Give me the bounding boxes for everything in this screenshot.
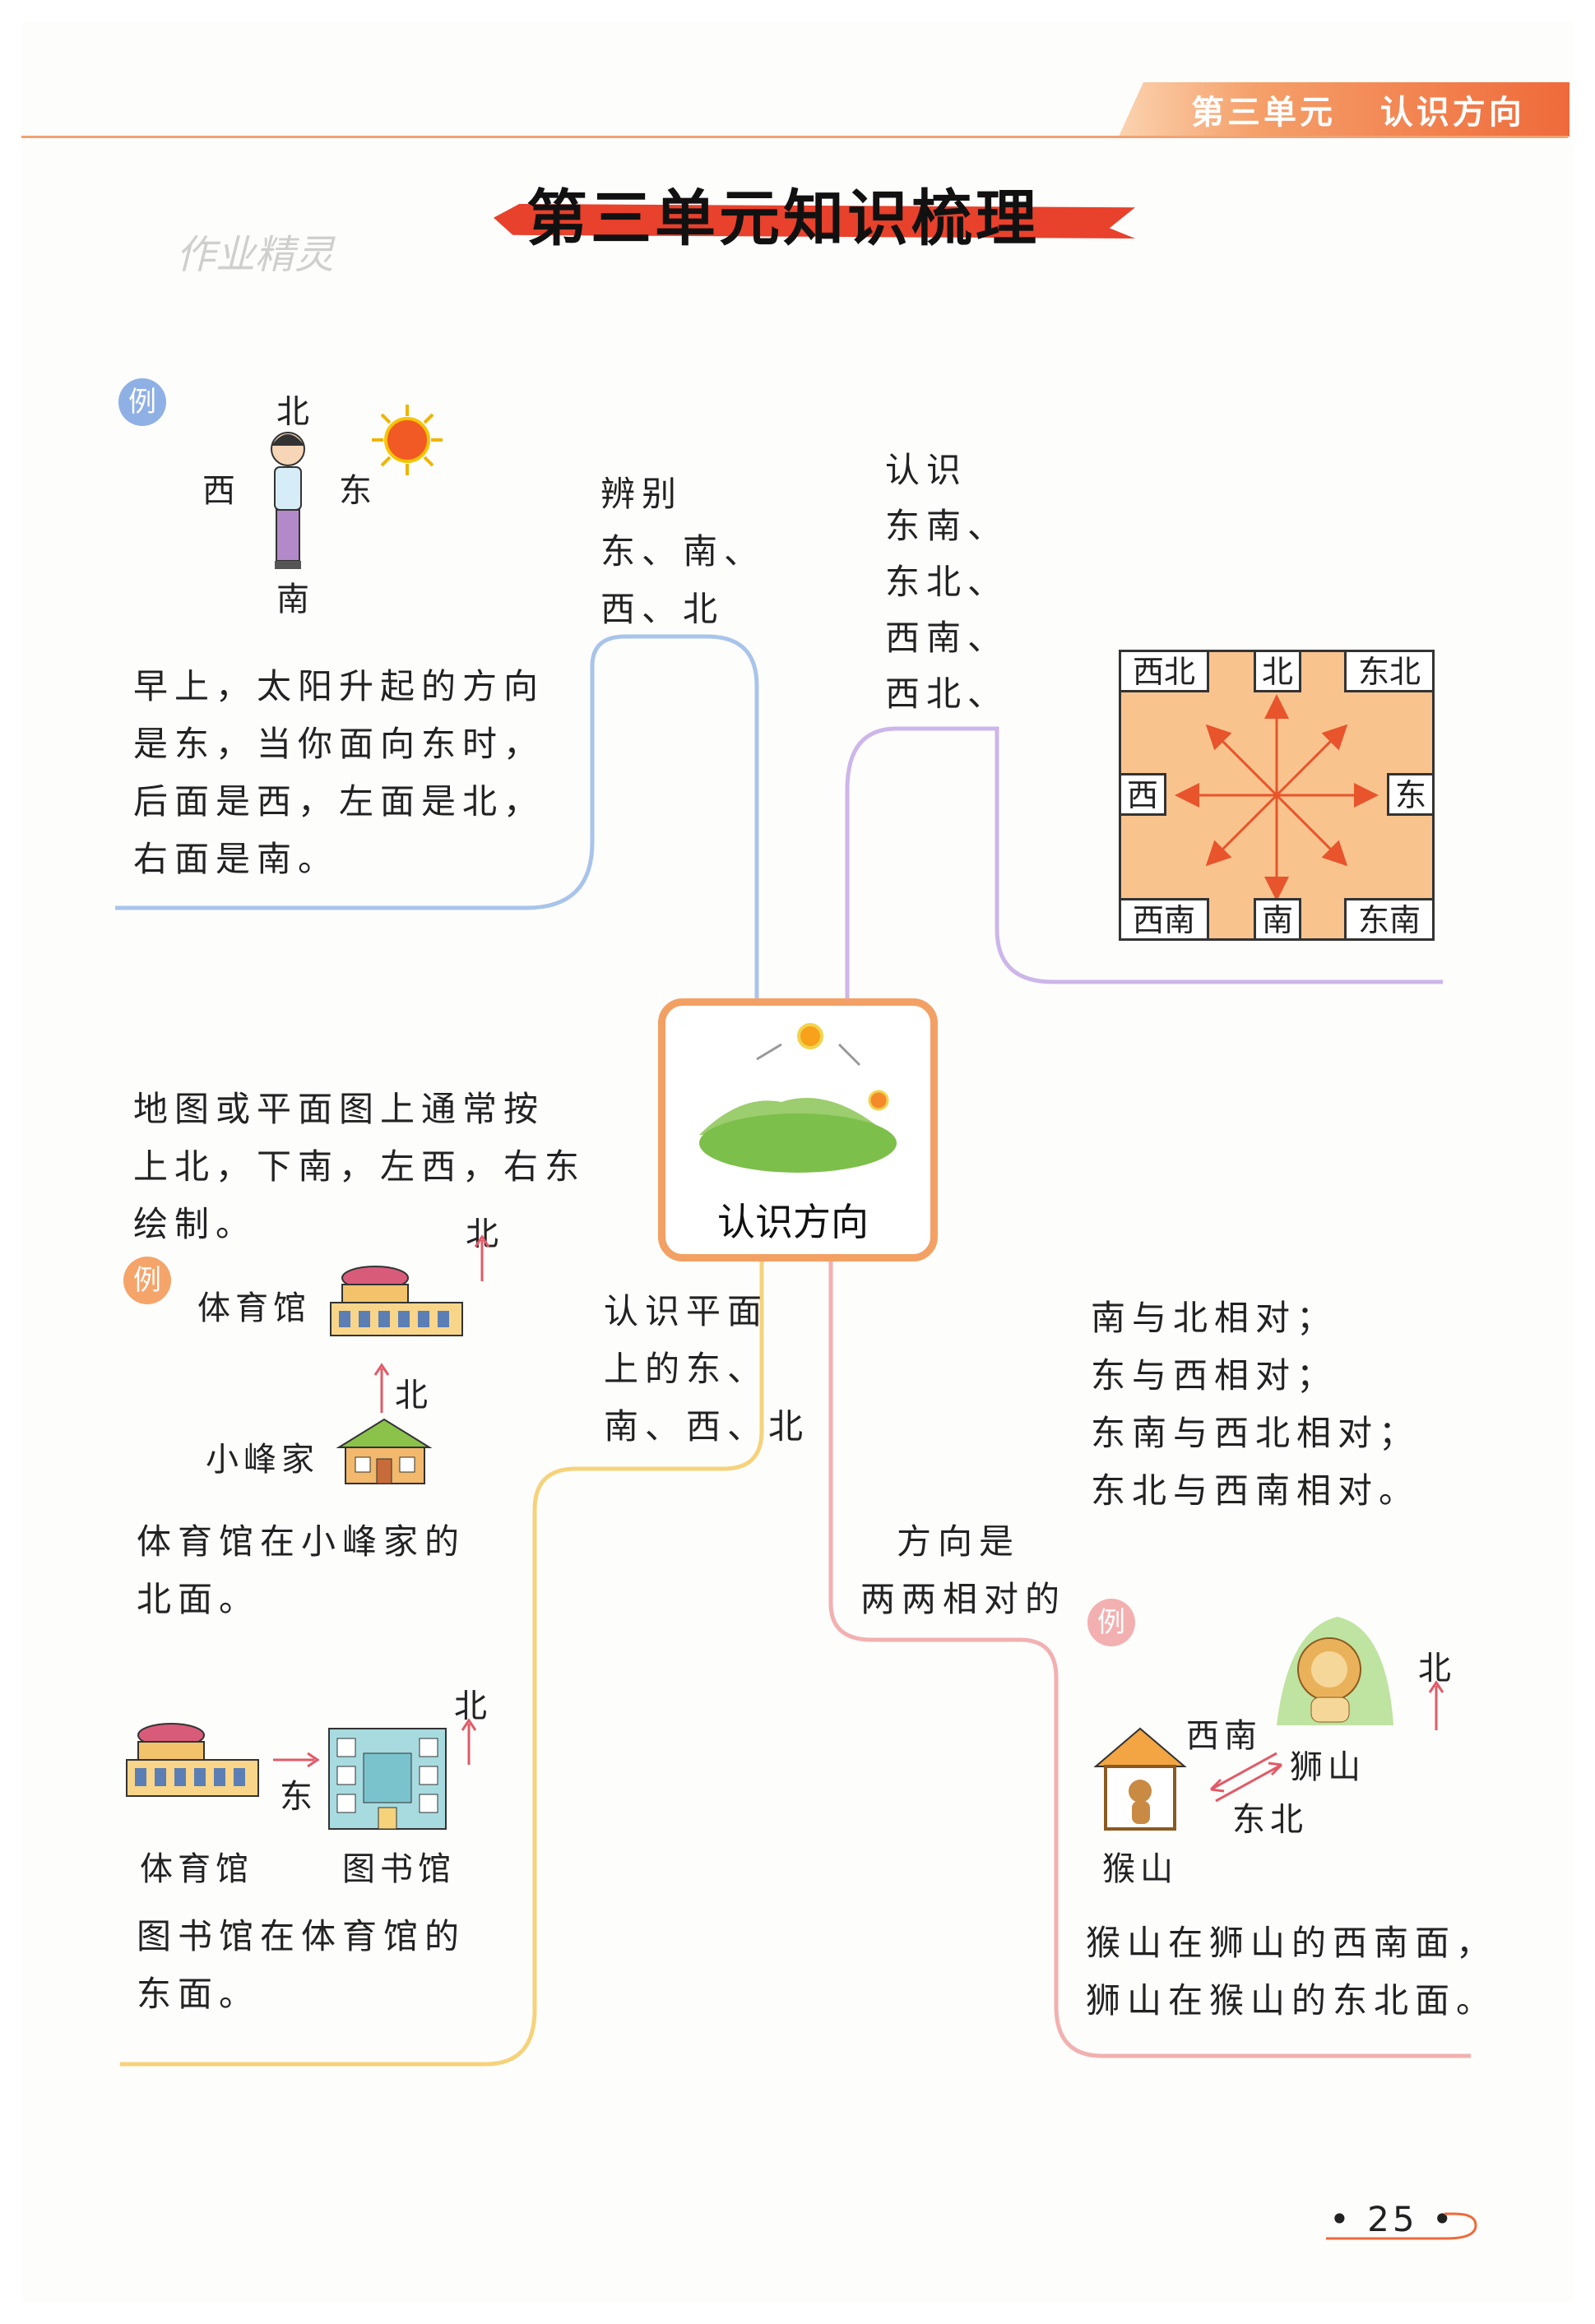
- library-label: 图书馆: [342, 1850, 456, 1888]
- unit-tab-label: 第三单元 认识方向: [1191, 94, 1525, 132]
- page-number-underline: [1326, 2212, 1477, 2240]
- branch4-text: 猴山在狮山的西南面，狮山在猴山的东北面。: [1086, 1923, 1498, 2021]
- unit-tab: [1119, 82, 1569, 137]
- boy-illustration: [271, 432, 305, 569]
- arrow-up-icon: [474, 1234, 490, 1281]
- gym-illustration: [126, 1723, 259, 1797]
- sun-icon: [372, 405, 443, 475]
- sunrise-illustration: [699, 1023, 897, 1173]
- watermark: 作业精灵: [176, 232, 335, 278]
- example-badge: 例: [1087, 1599, 1135, 1646]
- arrow-right-icon: [273, 1752, 320, 1768]
- north-label: 北: [454, 1687, 487, 1725]
- arrow-up-icon: [461, 1718, 477, 1765]
- arrow-up-icon: [1428, 1680, 1444, 1730]
- monkey-label: 猴山: [1102, 1850, 1178, 1888]
- east-label: 东: [339, 472, 372, 510]
- branch2-label: 认识东南、东北、西南、西北、: [885, 450, 1009, 714]
- west-label: 西: [202, 472, 235, 510]
- branch1-text: 早上，太阳升起的方向是东，当你面向东时，后面是西，左面是北，右面是南。: [133, 666, 545, 879]
- home-label: 小峰家: [206, 1441, 319, 1479]
- monkey-house-illustration: [1093, 1727, 1187, 1831]
- branch3-text1: 体育馆在小峰家的北面。: [137, 1521, 466, 1619]
- compass-northeast: 东北: [1344, 650, 1435, 692]
- branch1-line: [115, 634, 759, 998]
- north-label: 北: [276, 393, 309, 431]
- house-illustration: [336, 1418, 433, 1484]
- arrow-up-icon: [373, 1363, 390, 1413]
- north-label: 北: [395, 1377, 428, 1414]
- example-badge: 例: [118, 378, 166, 426]
- page-number: • 25 •: [1329, 2199, 1456, 2239]
- branch4-label: 方向是两两相对的: [860, 1521, 1067, 1619]
- branch3-line: [120, 1262, 764, 2067]
- southwest-label: 西南: [1186, 1717, 1262, 1755]
- northeast-label: 东北: [1232, 1801, 1308, 1839]
- north-label: 北: [1418, 1650, 1451, 1687]
- title-brush-stroke: [494, 204, 1135, 238]
- compass-northwest: 西北: [1119, 650, 1209, 692]
- branch3-label: 认识平面上的东、南、西、北: [604, 1291, 810, 1447]
- compass-southwest: 西南: [1119, 898, 1209, 941]
- gym2-label: 体育馆: [140, 1850, 253, 1888]
- compass-east: 东: [1387, 773, 1435, 816]
- example-badge: 例: [123, 1257, 171, 1304]
- branch2-line: [845, 726, 1443, 998]
- branch1-label: 辨别东、南、西、北: [600, 474, 766, 629]
- branch4-line: [828, 1262, 1471, 2058]
- compass-north: 北: [1254, 650, 1301, 692]
- branch4-pairs: 南与北相对；东与西相对；东南与西北相对；东北与西南相对。: [1091, 1298, 1421, 1511]
- lion-illustration: [1277, 1617, 1393, 1725]
- page-title: 第三单元知识梳理: [526, 183, 1040, 254]
- gym-illustration: [330, 1266, 463, 1336]
- east-label: 东: [280, 1778, 313, 1816]
- library-illustration: [328, 1728, 447, 1830]
- compass-south: 南: [1254, 898, 1301, 941]
- diagonal-arrows-icon: [1209, 1752, 1283, 1803]
- gym-label: 体育馆: [197, 1289, 311, 1327]
- lion-label: 狮山: [1290, 1748, 1365, 1786]
- compass-arrows: [1175, 694, 1379, 901]
- header-rule: [21, 136, 1568, 138]
- compass-southeast: 东南: [1344, 898, 1435, 941]
- compass-west: 西: [1119, 773, 1166, 816]
- center-label: 认识方向: [717, 1200, 869, 1244]
- branch3-intro: 地图或平面图上通常按上北，下南，左西，右东绘制。: [133, 1089, 587, 1244]
- south-label: 南: [276, 581, 309, 618]
- branch3-text2: 图书馆在体育馆的东面。: [137, 1916, 466, 2014]
